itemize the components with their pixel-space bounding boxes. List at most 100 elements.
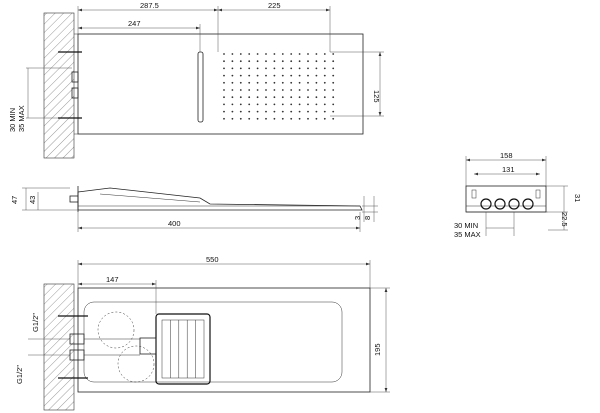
nozzle-dot bbox=[332, 74, 335, 77]
nozzle-dot bbox=[307, 89, 309, 91]
nozzle-dot bbox=[256, 117, 259, 120]
wall-hatch-top bbox=[43, 12, 75, 159]
panel-outline-top bbox=[77, 33, 364, 135]
nozzle-dot bbox=[231, 89, 234, 91]
nozzle-dot bbox=[290, 110, 293, 113]
nozzle-dot bbox=[248, 103, 251, 106]
nozzle-dot bbox=[290, 53, 293, 55]
nozzle-dot bbox=[265, 110, 267, 113]
wall-screw bbox=[58, 51, 82, 119]
nozzle-dot bbox=[281, 67, 284, 70]
nozzle-dot bbox=[265, 89, 267, 91]
nozzle-dot bbox=[256, 67, 259, 70]
nozzle-dot bbox=[265, 96, 267, 99]
bottom-view: G1/2" G1/2" 550 147 195 bbox=[15, 255, 390, 411]
nozzle-dot bbox=[273, 74, 276, 77]
nozzle-dot bbox=[239, 96, 242, 99]
dim-label-22-5: 22.5 bbox=[560, 212, 569, 227]
nozzle-dot bbox=[231, 117, 234, 120]
valve-knob bbox=[480, 198, 492, 210]
panel-inner-bottom bbox=[83, 301, 343, 383]
waterfall-bar bbox=[197, 51, 204, 123]
nozzle-dot bbox=[281, 117, 284, 120]
nozzle-dot bbox=[273, 117, 276, 120]
nozzle-dot bbox=[265, 103, 267, 106]
nozzle-dot bbox=[315, 53, 318, 55]
nozzle-dot bbox=[298, 117, 301, 120]
nozzle-dot bbox=[307, 53, 309, 55]
nozzle-dot bbox=[315, 74, 318, 77]
nozzle-dot bbox=[323, 53, 326, 55]
nozzle-dot bbox=[315, 81, 318, 84]
valve-knob bbox=[508, 198, 520, 210]
nozzle-dot bbox=[248, 74, 251, 77]
nozzle-dot bbox=[323, 81, 326, 84]
thread-label-top: G1/2" bbox=[31, 313, 40, 332]
cartridge bbox=[139, 337, 157, 355]
nozzle-dot bbox=[290, 74, 293, 77]
nozzle-dot bbox=[231, 67, 234, 70]
valve-knob bbox=[494, 198, 506, 210]
nozzle-dot bbox=[298, 110, 301, 113]
nozzle-dot bbox=[281, 110, 284, 113]
nozzle-dot bbox=[290, 60, 293, 63]
nozzle-dot bbox=[231, 81, 234, 84]
dim-label-43: 43 bbox=[28, 196, 37, 204]
nozzle-dot bbox=[281, 53, 284, 55]
nozzle-dot bbox=[298, 67, 301, 70]
nozzle-dot bbox=[290, 89, 293, 91]
nozzle-dot bbox=[239, 60, 242, 63]
nozzle-dot bbox=[265, 67, 267, 70]
dim-wall-min-section: 30 MIN bbox=[454, 221, 478, 230]
nozzle-dot bbox=[231, 53, 234, 55]
thread-label-bottom: G1/2" bbox=[15, 365, 24, 384]
nozzle-dot bbox=[323, 96, 326, 99]
nozzle-grid bbox=[223, 53, 335, 120]
nozzle-dot bbox=[239, 81, 242, 84]
nozzle-dot bbox=[281, 74, 284, 77]
nozzle-dot bbox=[256, 60, 259, 63]
dim-label-550: 550 bbox=[206, 255, 219, 264]
nozzle-dot bbox=[298, 74, 301, 77]
nozzle-dot bbox=[323, 89, 326, 91]
nozzle-dot bbox=[248, 117, 251, 120]
wall-hatch-bottom bbox=[43, 283, 75, 411]
nozzle-dot bbox=[265, 60, 267, 63]
nozzle-dot bbox=[273, 67, 276, 70]
connection-block bbox=[71, 87, 79, 99]
nozzle-dot bbox=[223, 89, 225, 91]
nozzle-dot bbox=[256, 89, 259, 91]
nozzle-dot bbox=[239, 117, 242, 120]
nozzle-dot bbox=[298, 96, 301, 99]
nozzle-dot bbox=[273, 103, 276, 106]
nozzle-dot bbox=[307, 117, 309, 120]
nozzle-dot bbox=[307, 67, 309, 70]
nozzle-dot bbox=[265, 81, 267, 84]
nozzle-dot bbox=[273, 60, 276, 63]
nozzle-dot bbox=[290, 67, 293, 70]
nozzle-dot bbox=[223, 53, 225, 55]
nozzle-dot bbox=[273, 110, 276, 113]
section-view: 158 131 31 22.5 30 MIN 35 MAX bbox=[454, 151, 582, 239]
nozzle-dot bbox=[248, 67, 251, 70]
nozzle-dot bbox=[281, 60, 284, 63]
mixer-grid bbox=[161, 319, 205, 379]
nozzle-dot bbox=[223, 74, 225, 77]
nozzle-dot bbox=[223, 117, 225, 120]
nozzle-dot bbox=[256, 103, 259, 106]
dim-label-400: 400 bbox=[168, 219, 181, 228]
nozzle-dot bbox=[332, 53, 335, 55]
mixer-frame bbox=[155, 313, 211, 385]
connection-block bbox=[71, 71, 79, 83]
nozzle-dot bbox=[256, 96, 259, 99]
nozzle-dot bbox=[223, 110, 225, 113]
nozzle-dot bbox=[265, 117, 267, 120]
nozzle-dot bbox=[315, 96, 318, 99]
nozzle-dot bbox=[239, 53, 242, 55]
nozzle-dot bbox=[323, 110, 326, 113]
nozzle-dot bbox=[239, 103, 242, 106]
nozzle-dot bbox=[239, 89, 242, 91]
nozzle-dot bbox=[290, 117, 293, 120]
nozzle-dot bbox=[290, 96, 293, 99]
